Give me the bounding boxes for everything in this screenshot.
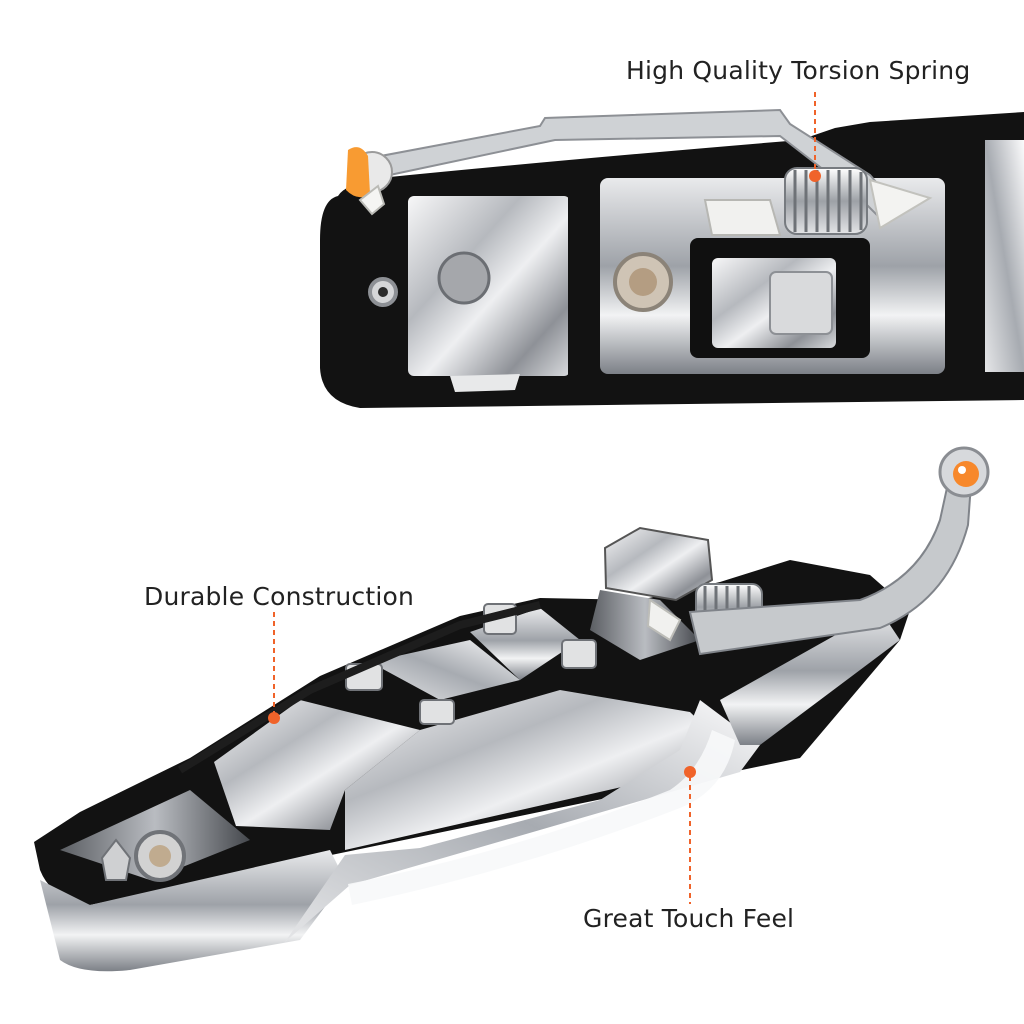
orange-clip	[346, 147, 393, 216]
callout-durable-construction: Durable Construction	[144, 582, 415, 611]
handle-front-view	[34, 446, 990, 972]
front-orange-clip	[938, 446, 990, 498]
callout-torsion-spring: High Quality Torsion Spring	[626, 56, 971, 85]
callout-leaders	[268, 92, 821, 904]
handle-back-view	[320, 108, 1024, 408]
callout-great-touch-feel: Great Touch Feel	[583, 904, 795, 933]
torsion-spring	[784, 167, 868, 235]
